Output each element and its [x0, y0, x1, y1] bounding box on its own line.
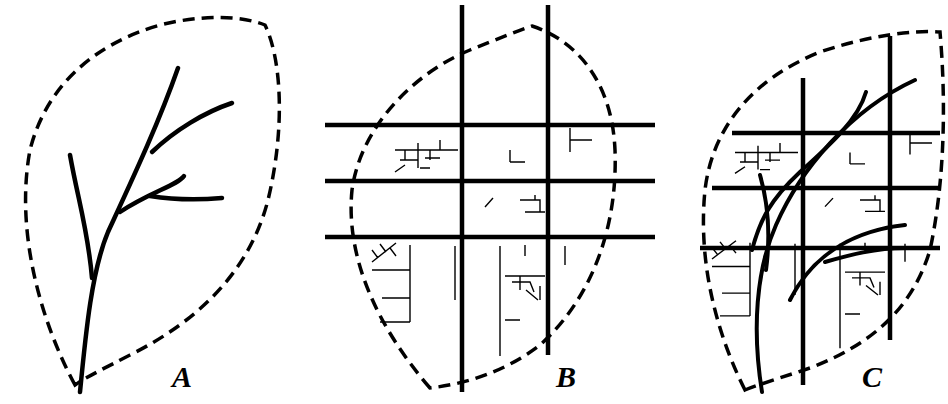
panel-label: C: [862, 362, 882, 392]
panel-label: A: [172, 362, 192, 392]
panel-label: B: [556, 362, 576, 392]
